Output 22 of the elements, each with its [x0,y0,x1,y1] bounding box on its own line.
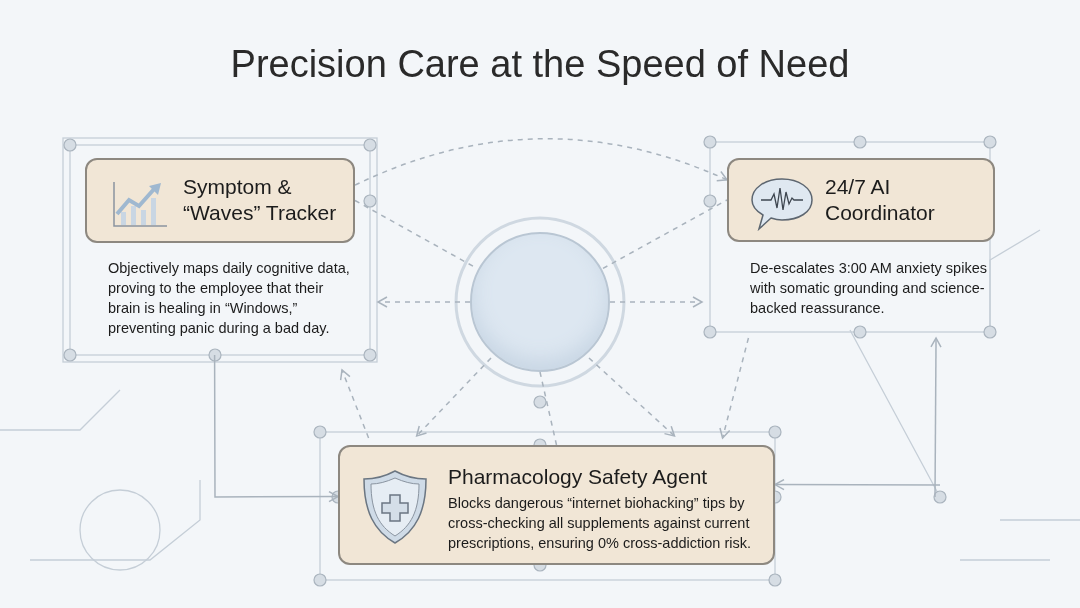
arrow [415,357,492,437]
arrow [339,369,370,439]
card-title: Pharmacology Safety Agent [448,464,708,490]
feature-card [85,158,355,243]
card-title: 24/7 AI Coordinator [825,174,936,226]
arrow [719,337,750,439]
arrow [377,296,471,308]
arrow [354,138,728,186]
arrow [930,337,942,498]
connector-line [539,371,558,446]
feature-description: De-escalates 3:00 AM anxiety spikes with somatic grounding and science-backed reassurance. [750,259,988,318]
feature-card [727,158,995,242]
card-title: Symptom & “Waves” Tracker [183,174,338,226]
arrow [213,354,339,503]
feature-description: Objectively maps daily cognitive data, proving to the employee that their brain is healing in “Windows,” preventing panic during a bad day. [108,259,351,338]
title: Precision Care at the Speed of Need [229,42,851,87]
card-description: Blocks dangerous “internet biohacking” tips by cross-checking all supplements against current prescriptions, ensuring 0% cross-addiction risk. [448,494,752,553]
connector-line [602,199,728,270]
arrow [609,296,703,308]
arrow [588,357,676,437]
arrow [774,478,941,491]
agent-card [338,445,775,565]
